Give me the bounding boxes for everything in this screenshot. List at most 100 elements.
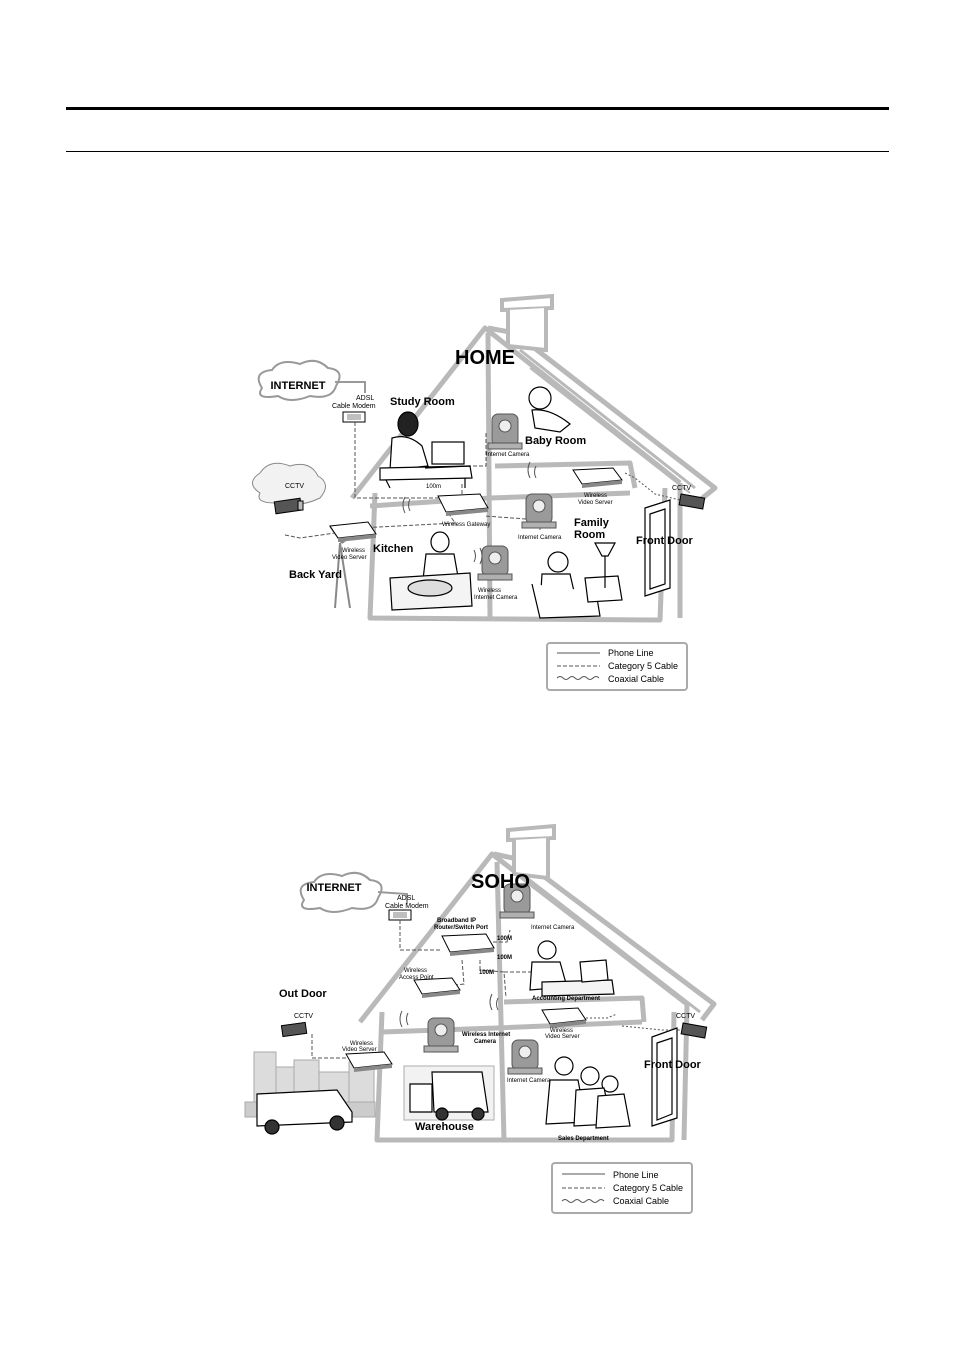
legend-phone-line: Phone Line — [608, 648, 654, 658]
modem-label-1: ADSL — [397, 895, 415, 902]
modem-label-1: ADSL — [356, 395, 374, 402]
phone-line — [377, 891, 408, 904]
soho-network-diagram: INTERNET ADSL Cable Modem Internet Camer… — [244, 823, 717, 1214]
cctv-left-icon — [273, 497, 304, 515]
legend-category-5-cable: Category 5 Cable — [608, 661, 678, 671]
cctv-right-icon — [678, 493, 706, 510]
link-100m-label: 100m — [426, 484, 441, 490]
family-room-label-1: Family — [574, 517, 610, 529]
kitchen-person-icon — [389, 531, 473, 611]
front-door-icon — [651, 1027, 678, 1127]
soho-title: SOHO — [471, 871, 530, 893]
internet-camera-label-1: Internet Camera — [486, 452, 530, 458]
internet-camera-mid-label: Internet Camera — [507, 1078, 551, 1084]
modem-label-2: Cable Modem — [385, 903, 429, 910]
family-room-label-2: Room — [574, 529, 605, 541]
wvs-left-label-1: Wireless — [350, 1041, 373, 1047]
legend-phone-line: Phone Line — [613, 1170, 659, 1180]
wireless-video-server-left-icon — [345, 1051, 393, 1072]
legend-coaxial-cable: Coaxial Cable — [608, 674, 664, 684]
wvs-right-label-1: Wireless — [584, 493, 607, 499]
access-point-label-2: Access Point — [399, 975, 434, 981]
internet-label: INTERNET — [271, 380, 326, 392]
wvs-left-label-1: Wireless — [342, 548, 365, 554]
internet-cloud-icon — [257, 359, 341, 401]
link-100m-b: 100M — [497, 955, 512, 961]
baby-room-label: Baby Room — [525, 435, 586, 447]
home-network-diagram: INTERNET ADSL Cable Modem Study Room Int… — [252, 293, 718, 691]
coaxial-cable — [582, 1013, 687, 1031]
legend-coaxial-cable: Coaxial Cable — [613, 1196, 669, 1206]
wireless-internet-camera-icon — [477, 545, 513, 581]
accounting-label: Accounting Department — [532, 996, 600, 1002]
access-point-label-1: Wireless — [404, 968, 427, 974]
back-yard-label: Back Yard — [289, 569, 342, 581]
wic-label-1: Wireless Internet — [462, 1032, 510, 1038]
sales-label: Sales Department — [558, 1136, 609, 1142]
internet-camera-icon — [487, 413, 523, 450]
chimney — [500, 293, 554, 353]
soho-legend: Phone Line Category 5 Cable Coaxial Cabl… — [551, 1162, 693, 1214]
internet-camera-mid-icon — [507, 1039, 543, 1075]
wireless-gateway-label: Wireless Gateway — [442, 522, 490, 528]
internet-label: INTERNET — [307, 882, 362, 894]
wireless-signal-icon — [399, 993, 499, 1028]
study-person-icon — [379, 411, 473, 489]
study-room-label: Study Room — [390, 396, 455, 408]
wvs-left-label-2: Video Server — [342, 1047, 377, 1053]
forklift-icon — [403, 1065, 495, 1121]
wvs-right-label-1: Wireless — [550, 1028, 573, 1034]
house-outline — [358, 851, 717, 1143]
wic-label-2: Internet Camera — [474, 595, 518, 601]
internet-camera-2-icon — [521, 493, 557, 529]
wvs-right-label-2: Video Server — [545, 1034, 580, 1040]
modem-label-2: Cable Modem — [332, 403, 376, 410]
cctv-right-label: CCTV — [676, 1013, 695, 1020]
header-rule-thick — [66, 107, 889, 110]
chimney — [506, 823, 556, 881]
wic-label-2: Camera — [474, 1039, 497, 1045]
front-door-label: Front Door — [636, 535, 694, 547]
front-door-icon — [644, 499, 671, 597]
cctv-left-label: CCTV — [294, 1013, 313, 1020]
link-100m-a: 100M — [497, 936, 512, 942]
wireless-access-point-icon — [413, 977, 461, 998]
wvs-left-label-2: Video Server — [332, 555, 367, 561]
home-title: HOME — [455, 347, 515, 369]
phone-line — [335, 381, 366, 393]
wvs-right-label-2: Video Server — [578, 500, 613, 506]
internet-camera-top-icon — [499, 883, 535, 919]
broadband-router-icon — [441, 933, 495, 956]
cctv-right-label: CCTV — [672, 485, 691, 492]
wireless-gateway-icon — [437, 493, 489, 516]
internet-camera-top-label: Internet Camera — [531, 925, 575, 931]
baby-icon — [528, 386, 571, 433]
out-door-label: Out Door — [279, 988, 327, 1000]
header-rule-thin — [66, 151, 889, 152]
cctv-right-icon — [680, 1022, 708, 1039]
front-door-label: Front Door — [644, 1059, 702, 1071]
coaxial-cable — [624, 472, 681, 501]
warehouse-label: Warehouse — [415, 1121, 474, 1133]
internet-camera-2-label: Internet Camera — [518, 535, 562, 541]
internet-cloud-icon — [299, 871, 383, 913]
wireless-signal-icon — [402, 461, 537, 565]
cctv-left-label: CCTV — [285, 483, 304, 490]
cctv-left-icon — [280, 1021, 308, 1038]
category-5-cable — [311, 920, 542, 1059]
legend-category-5-cable: Category 5 Cable — [613, 1183, 683, 1193]
wireless-video-server-right-icon — [541, 1007, 587, 1028]
router-label-1: Broadband IP — [437, 918, 476, 924]
router-label-2: Router/Switch Port — [434, 925, 488, 931]
wireless-video-server-left-icon — [329, 521, 377, 542]
accounting-person-icon — [529, 940, 615, 997]
family-person-icon — [531, 542, 623, 619]
home-legend: Phone Line Category 5 Cable Coaxial Cabl… — [546, 642, 688, 691]
wireless-internet-camera-icon — [423, 1017, 459, 1053]
wireless-video-server-right-icon — [572, 467, 623, 488]
link-100m-c: 100M — [479, 970, 494, 976]
kitchen-label: Kitchen — [373, 543, 414, 555]
sales-people-icon — [545, 1056, 631, 1129]
delivery-van-icon — [256, 1089, 353, 1135]
wic-label-1: Wireless — [478, 588, 501, 594]
